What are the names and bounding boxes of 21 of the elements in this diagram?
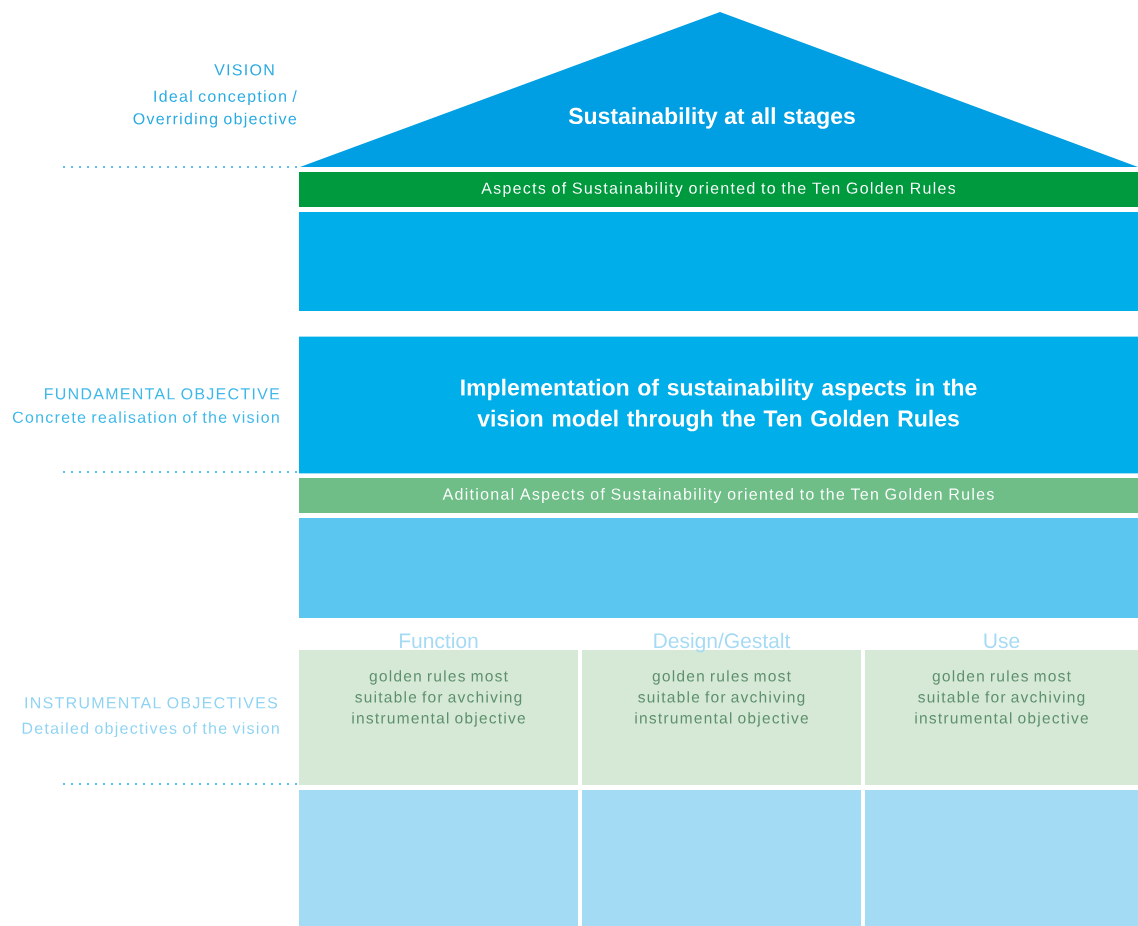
level-heading: VISION [214,64,274,76]
level-description: Concrete realisation of the vision [12,411,279,423]
panel [299,212,1138,311]
column-box: Function golden rules most suitable for avchiving instrumental objective [299,632,578,785]
node-label: Function [399,632,478,649]
panel [865,790,1138,926]
node-label: Design/Gestalt [654,632,791,653]
panel [299,518,1138,618]
column-box: Use golden rules most suitable for avchiving instrumental objective [865,633,1138,785]
objective-box: Implementation of sustainability aspects in the vision model through the Ten Golden Rules [299,336,1138,474]
level-heading: FUNDAMENTAL OBJECTIVE [45,388,280,400]
roof-triangle: Sustainability at all stages [300,12,1138,167]
level-description: Ideal conception / Overriding objective [133,90,297,128]
column-box: Design/Gestalt golden rules most suitable for avchiving instrumental objective [582,632,861,785]
level-description: Detailed objectives of the vision [22,722,279,738]
panel [582,790,861,926]
level-heading: INSTRUMENTAL OBJECTIVES [25,697,278,709]
node-label: Use [984,633,1020,649]
panel [299,790,578,926]
band: Aspects of Sustainability oriented to the Ten Golden Rules [299,172,1138,207]
band: Aditional Aspects of Sustainability oriented to the Ten Golden Rules [299,478,1138,513]
